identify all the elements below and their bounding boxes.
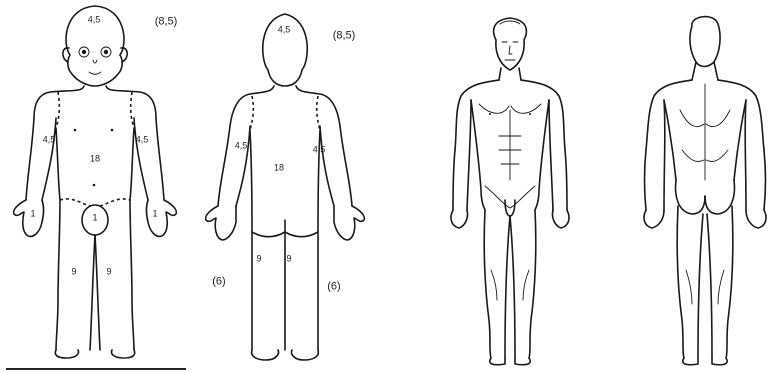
- adult-front-outline: [435, 0, 585, 372]
- leg-right-label: 9: [286, 255, 291, 264]
- child-back-outline: [190, 0, 380, 372]
- head-percent-label: 4,5: [88, 16, 101, 25]
- head-total-label: (8,5): [333, 31, 356, 42]
- leg-total-right-label: (6): [327, 282, 340, 293]
- head-total-label: (8,5): [155, 17, 178, 28]
- adult-back-outline: [630, 0, 776, 372]
- leg-left-label: 9: [71, 268, 76, 277]
- leg-right-label: 9: [106, 268, 111, 277]
- adult-back-figure: [630, 0, 776, 372]
- arm-left-label: 4,5: [43, 136, 56, 145]
- head-percent-label: 4,5: [278, 26, 291, 35]
- child-front-outline: [0, 0, 190, 372]
- trunk-label: 18: [90, 155, 100, 164]
- hand-left-label: 1: [30, 210, 35, 219]
- child-back-figure: 4,5 (8,5) 4,5 4,5 18 9 9 (6) (6): [190, 0, 380, 372]
- leg-total-left-label: (6): [212, 277, 225, 288]
- arm-left-label: 4,5: [235, 142, 248, 151]
- trunk-label: 18: [274, 164, 284, 173]
- adult-front-figure: [435, 0, 585, 372]
- arm-right-label: 4,5: [313, 146, 326, 155]
- baseline-rule: [6, 368, 186, 370]
- arm-right-label: 4,5: [136, 136, 149, 145]
- genital-label: 1: [92, 214, 97, 223]
- hand-right-label: 1: [152, 210, 157, 219]
- child-front-figure: 4,5 (8,5) 4,5 4,5 18 1 1 1 9 9: [0, 0, 190, 372]
- leg-left-label: 9: [256, 255, 261, 264]
